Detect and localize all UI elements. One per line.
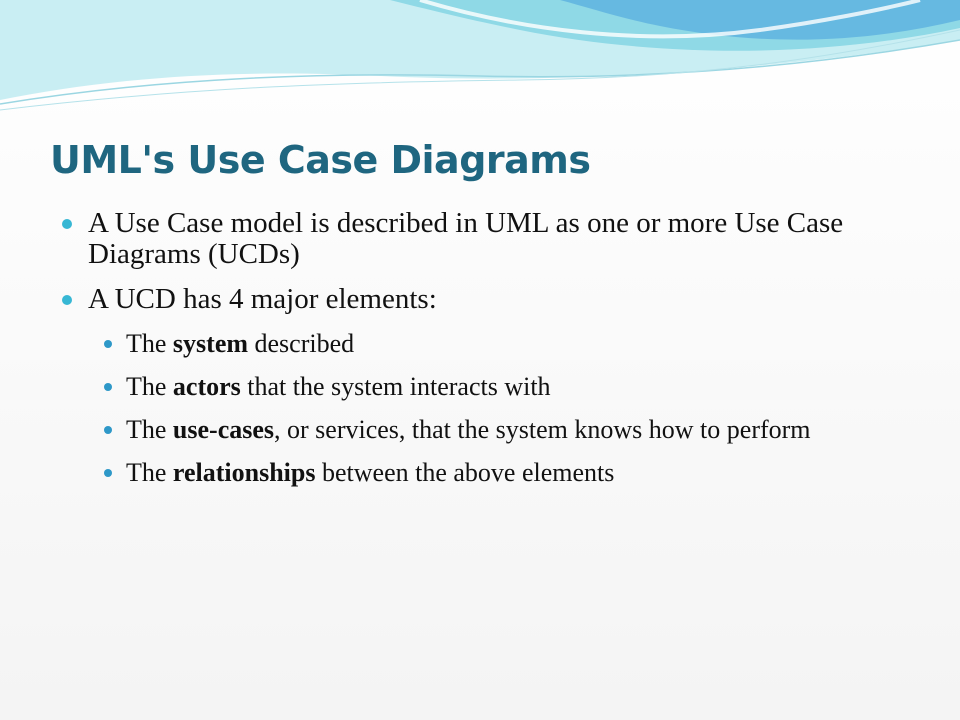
sub-bullet-dot-icon [104, 426, 112, 434]
sub-bullet-dot-icon [104, 340, 112, 348]
bullet-dot-icon [62, 295, 72, 305]
sub-bullet-pre: The [126, 329, 173, 358]
header-wave-decoration [0, 0, 960, 111]
sub-bullet-item: The system described [104, 329, 912, 359]
bullet-text: A Use Case model is described in UML as … [88, 207, 844, 270]
sub-bullet-bold: actors [172, 372, 241, 401]
wave-line-1 [0, 39, 960, 105]
sub-bullet-item: The relationships between the above elem… [104, 458, 912, 488]
sub-bullet-bold: system [172, 329, 249, 358]
sub-bullet-pre: The [126, 415, 173, 444]
sub-bullet-pre: The [126, 458, 173, 487]
wave-deep-band [560, 0, 960, 40]
wave-line-2 [0, 29, 960, 111]
slide-title: UML's Use Case Diagrams [50, 138, 591, 182]
sub-bullet-item: The use-cases, or services, that the sys… [104, 415, 912, 445]
sub-bullet-bold: relationships [172, 458, 316, 487]
sub-bullet-post: that the system interacts with [240, 372, 551, 401]
sub-bullet-post: between the above elements [315, 458, 615, 487]
sub-bullet-pre: The [126, 372, 173, 401]
bullet-dot-icon [62, 219, 72, 229]
bullet-list: A Use Case model is described in UML as … [62, 208, 912, 502]
sub-bullet-list: The system described The actors that the… [104, 329, 912, 488]
sub-bullet-dot-icon [104, 383, 112, 391]
sub-bullet-post: described [248, 329, 355, 358]
sub-bullet-post: , or services, that the system knows how… [274, 415, 811, 444]
bullet-item: A Use Case model is described in UML as … [62, 208, 912, 270]
sub-bullet-item: The actors that the system interacts wit… [104, 372, 912, 402]
bullet-item: A UCD has 4 major elements: The system d… [62, 284, 912, 488]
sub-bullet-bold: use-cases [172, 415, 275, 444]
bullet-text: A UCD has 4 major elements: [88, 283, 437, 315]
wave-white-streak [419, 0, 921, 39]
sub-bullet-dot-icon [104, 469, 112, 477]
